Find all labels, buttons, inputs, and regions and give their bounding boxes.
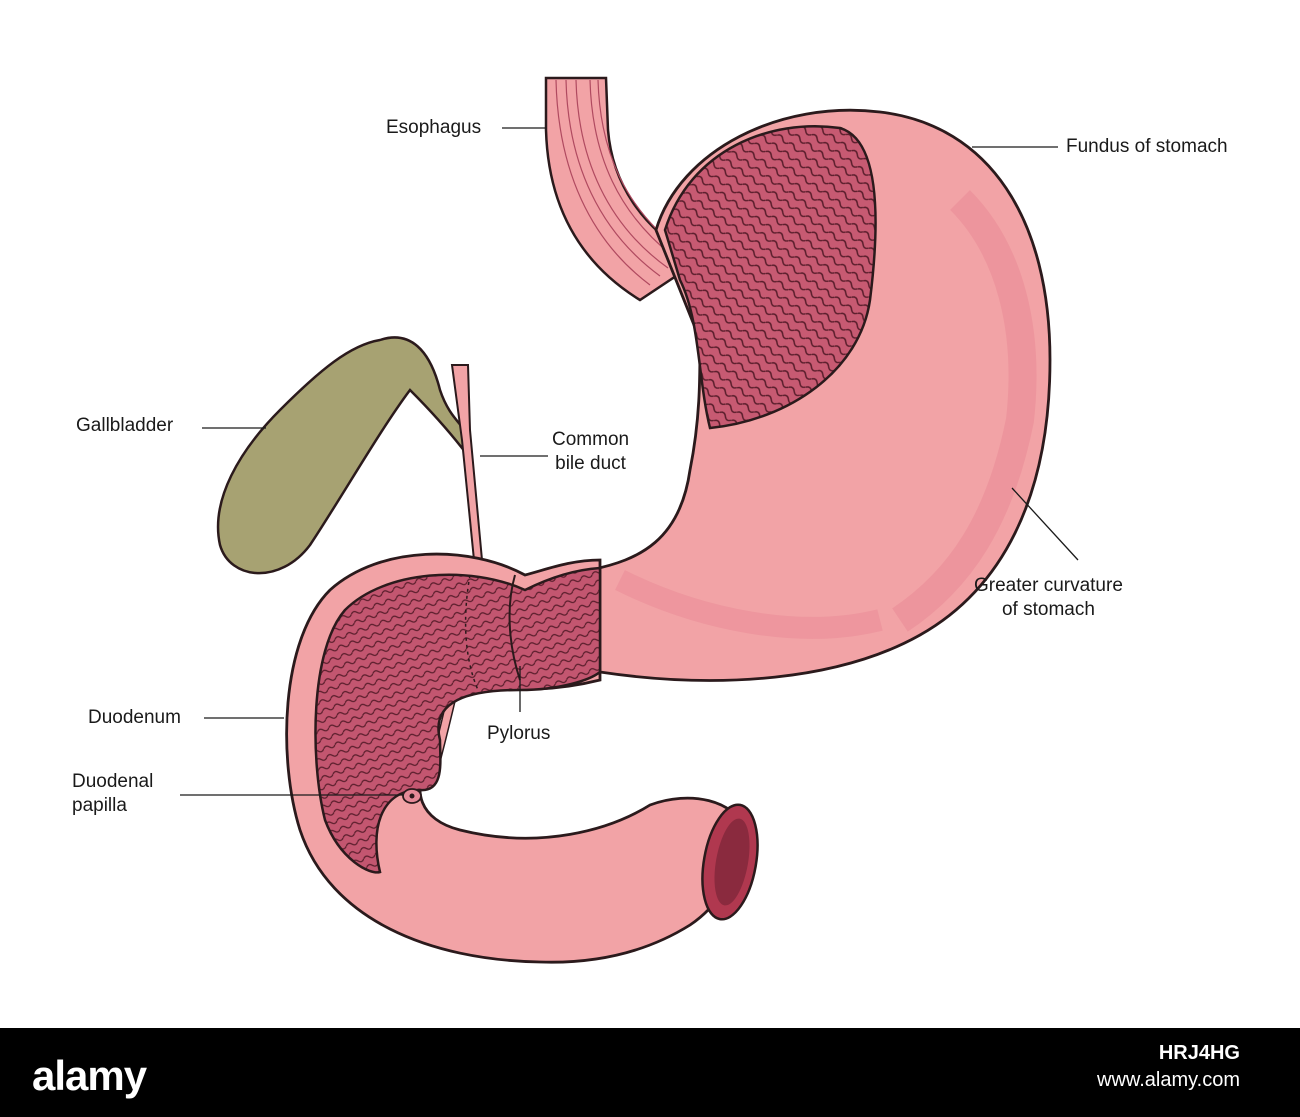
stock-image-id: HRJ4HG www.alamy.com [1097,1040,1240,1094]
alamy-logo-text: alamy [32,1052,147,1099]
label-gallbladder: Gallbladder [76,415,174,436]
label-common-bile-duct: Common bile duct [552,428,629,476]
label-greater-curvature-line1: Greater curvature [974,575,1123,596]
label-fundus-of-stomach: Fundus of stomach [1066,136,1228,157]
stomach-anatomy-illustration [180,76,1079,964]
label-pylorus: Pylorus [487,723,551,744]
duodenum-mucosa-shape [314,566,602,874]
label-common-bile-duct-line2: bile duct [555,453,626,474]
site-url-text: www.alamy.com [1097,1069,1240,1091]
leader-lines [180,127,1079,796]
label-duodenal-papilla: Duodenal papilla [72,770,153,818]
label-greater-curvature: Greater curvature of stomach [974,574,1123,622]
alamy-logo: alamy [32,1052,147,1100]
label-esophagus: Esophagus [386,117,482,138]
stock-footer-bar [0,1028,1300,1117]
stomach-mucosa-shape [663,124,877,430]
label-duodenal-papilla-line2: papilla [72,795,127,816]
diagram-canvas: Esophagus Fundus of stomach Gallbladder … [72,76,1228,964]
label-duodenal-papilla-line1: Duodenal [72,771,154,792]
image-id-text: HRJ4HG [1158,1042,1240,1064]
common-bile-duct-shape [450,364,484,561]
label-greater-curvature-line2: of stomach [1001,599,1095,620]
label-duodenum: Duodenum [88,707,181,728]
label-common-bile-duct-line1: Common [552,429,630,450]
gallbladder-shape [216,336,472,575]
